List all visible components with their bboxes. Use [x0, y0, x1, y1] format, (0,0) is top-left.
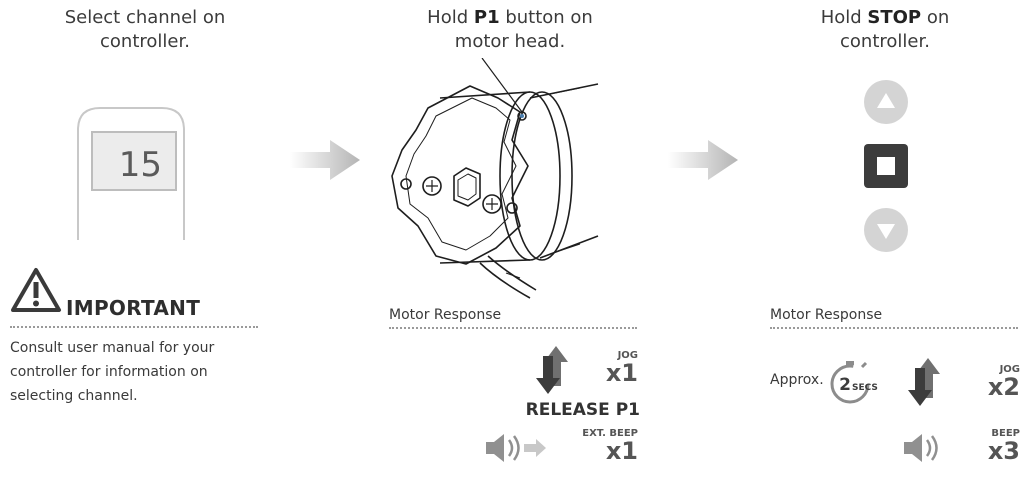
timer-value: 2 [839, 375, 851, 395]
step3-caption-line2: controller. [840, 31, 930, 52]
motor-response-2-label: Motor Response [770, 307, 883, 323]
motor-response-1-label: Motor Response [389, 307, 502, 323]
beep-label: BEEP [991, 428, 1020, 439]
approx-label: Approx. [770, 372, 824, 388]
release-p1-text: RELEASE P1 [525, 400, 640, 420]
important-title: IMPORTANT [66, 296, 201, 320]
step2-prefix: Hold [427, 7, 474, 28]
beep-count: BEEP x3 [962, 428, 1020, 463]
jog-label-1: JOG [617, 350, 638, 361]
important-text: Consult user manual for your controller … [10, 336, 214, 408]
arrow-right-icon [290, 140, 360, 180]
speaker-icon [904, 434, 938, 462]
remote-controller: 15 [77, 107, 185, 240]
stopwatch-icon: 2 SECS [830, 361, 878, 404]
step3-caption-line1: Hold STOP on [780, 6, 990, 30]
channel-display: 15 [119, 145, 162, 185]
up-arrow-icon [864, 80, 908, 124]
step2-caption: Hold P1 button on motor head. [390, 6, 630, 54]
jog-arrows-icon [908, 358, 940, 406]
jog-count-2: JOG x2 [972, 364, 1020, 399]
jog-arrows-icon [536, 346, 568, 394]
step1-caption-line2: controller. [100, 31, 190, 52]
step2-suffix: button on [499, 7, 593, 28]
step3-caption: Hold STOP on controller. [780, 6, 990, 54]
step2-caption-line2: motor head. [454, 31, 566, 52]
step2-bold: P1 [473, 7, 500, 28]
beep-multiplier: x3 [987, 437, 1020, 465]
important-line-1: Consult user manual for your [10, 340, 215, 356]
step3-prefix: Hold [820, 7, 868, 28]
timer-unit: SECS [852, 383, 878, 393]
motor-head-illustration [391, 58, 599, 299]
step3-bold: STOP [867, 7, 922, 28]
down-arrow-icon [864, 208, 908, 252]
important-line-3: selecting channel. [10, 388, 138, 404]
stop-icon [864, 144, 908, 188]
jog-multiplier-2: x2 [987, 373, 1020, 401]
step2-caption-line1: Hold P1 button on [390, 6, 630, 30]
motor-response-2-divider [770, 327, 1018, 329]
ext-beep-count: EXT. BEEP x1 [550, 428, 638, 463]
step3-suffix: on [921, 7, 950, 28]
jog-label-2: JOG [999, 364, 1020, 375]
motor-response-1-divider [389, 327, 637, 329]
jog-count-1: JOG x1 [590, 350, 638, 385]
ext-beep-label: EXT. BEEP [582, 428, 638, 439]
important-divider [10, 326, 258, 328]
remote-buttons [864, 80, 908, 252]
warning-triangle-icon [11, 268, 61, 312]
jog-multiplier-1: x1 [605, 359, 638, 387]
step1-caption-line1: Select channel on [64, 7, 226, 28]
arrow-right-icon [668, 140, 738, 180]
step1-caption: Select channel on controller. [40, 6, 250, 54]
speaker-icon [486, 434, 546, 462]
important-line-2: controller for information on [10, 364, 208, 380]
ext-beep-multiplier: x1 [605, 437, 638, 465]
